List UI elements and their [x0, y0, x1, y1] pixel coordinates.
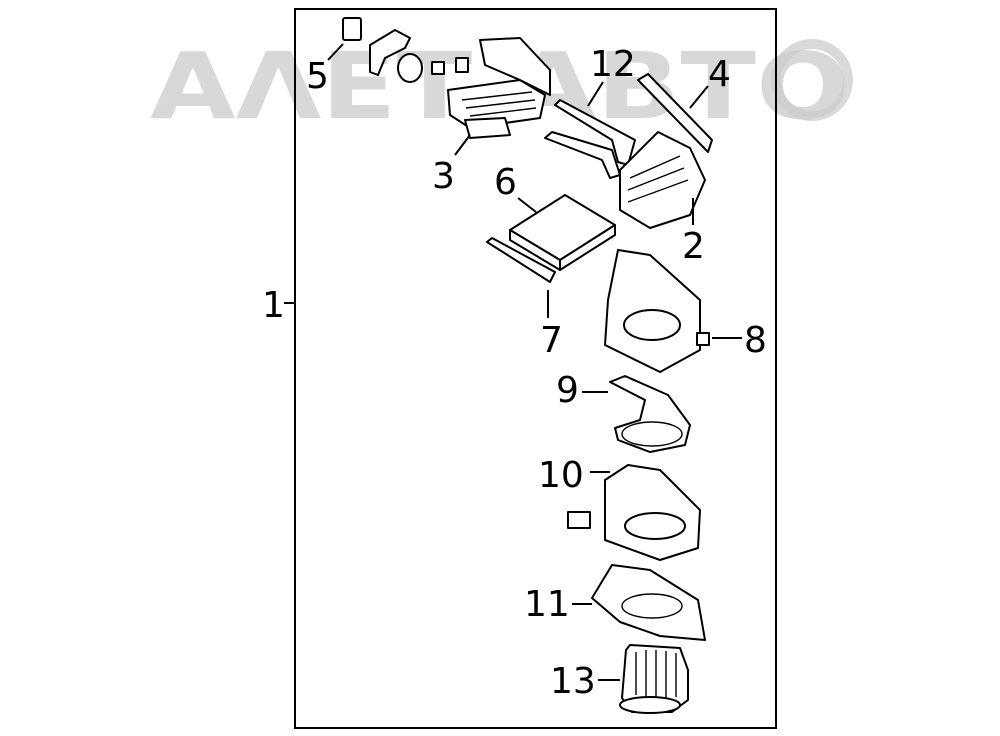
callout-11[interactable]: 11	[524, 584, 570, 625]
callout-9[interactable]: 9	[556, 370, 579, 411]
callout-8[interactable]: 8	[744, 320, 767, 361]
motor-base	[619, 696, 681, 714]
leader-6	[517, 197, 537, 213]
case-ribs	[627, 155, 689, 203]
leader-5	[327, 43, 344, 61]
core-bracket	[464, 117, 511, 139]
middle-housing-port	[624, 512, 686, 540]
part-9-scroll[interactable]	[609, 375, 691, 453]
scroll-ring	[621, 421, 683, 447]
leader-4	[689, 85, 709, 109]
part-4-gasket[interactable]	[637, 73, 713, 153]
actuator-small	[342, 17, 362, 41]
callout-5[interactable]: 5	[306, 56, 329, 97]
callout-12[interactable]: 12	[590, 44, 636, 85]
core-top	[479, 37, 551, 96]
callout-7[interactable]: 7	[540, 320, 563, 361]
callout-13[interactable]: 13	[550, 661, 596, 702]
callout-6[interactable]: 6	[494, 162, 517, 203]
part-11-lower-housing[interactable]	[591, 564, 706, 641]
resistor-block	[567, 511, 591, 529]
part-13-blower-motor[interactable]	[619, 644, 689, 714]
lower-housing-port	[621, 593, 683, 619]
filter-cover	[486, 237, 556, 283]
part-7-filter-cover[interactable]	[486, 237, 556, 283]
callout-3[interactable]: 3	[432, 156, 455, 197]
part-10-middle-housing[interactable]	[567, 464, 701, 561]
gasket-strip	[637, 73, 713, 153]
clip-b	[455, 57, 469, 73]
clip-a	[431, 61, 445, 75]
filter-front	[559, 224, 616, 271]
part-3-heater-core[interactable]	[447, 37, 551, 139]
core-fins	[461, 91, 537, 117]
upper-housing-connector	[696, 332, 710, 346]
actuator-gear	[397, 53, 423, 83]
callout-4[interactable]: 4	[708, 54, 731, 95]
case-body	[619, 131, 706, 229]
actuator-arm	[369, 29, 411, 76]
callout-10[interactable]: 10	[538, 455, 584, 496]
leader-3	[454, 134, 471, 156]
part-5-actuators[interactable]	[342, 17, 469, 83]
lower-housing-body	[591, 564, 706, 641]
part-2-evaporator-case[interactable]	[619, 131, 706, 229]
upper-housing-port	[623, 309, 681, 341]
leader-12	[587, 81, 604, 107]
scroll-body	[609, 375, 691, 453]
callout-1[interactable]: 1	[262, 285, 285, 326]
part-8-upper-housing[interactable]	[604, 249, 710, 373]
assembly-frame	[294, 8, 777, 729]
motor-fan-blades	[635, 650, 677, 698]
callout-2[interactable]: 2	[682, 226, 705, 267]
part-6-filter[interactable]	[509, 194, 616, 271]
